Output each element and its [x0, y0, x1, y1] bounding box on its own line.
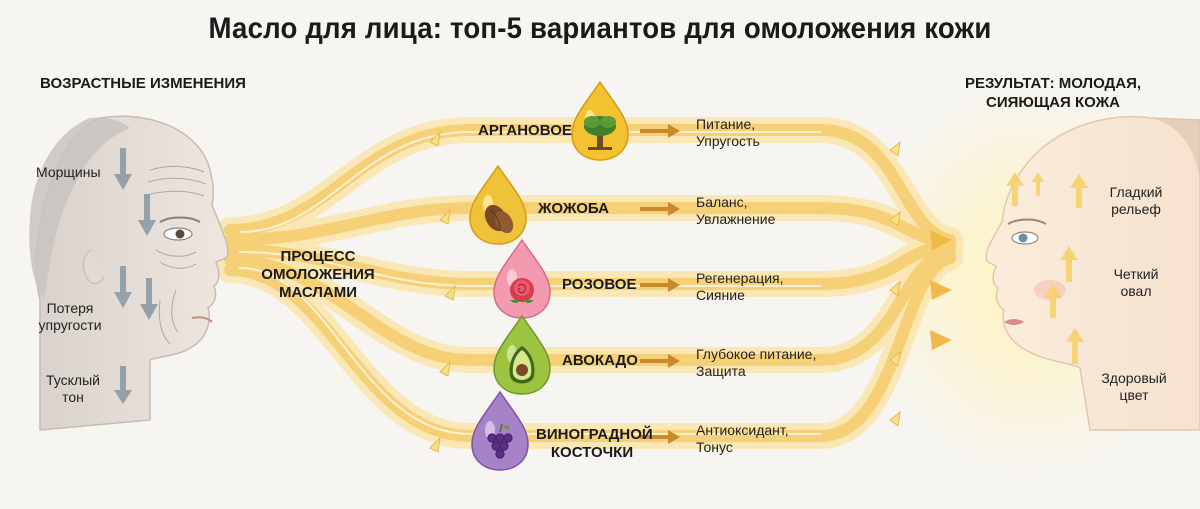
label-tone-line1: Тусклый — [46, 372, 100, 388]
benefit-jojoba: Баланс, Увлажнение — [696, 194, 775, 228]
benefit-grape-line1: Антиоксидант, — [696, 422, 789, 438]
process-label: ПРОЦЕСС ОМОЛОЖЕНИЯ МАСЛАМИ — [252, 248, 384, 302]
result-header: РЕЗУЛЬТАТ: МОЛОДАЯ, СИЯЮЩАЯ КОЖА — [948, 74, 1158, 112]
benefit-avocado: Глубокое питание, Защита — [696, 346, 816, 380]
process-line3: МАСЛАМИ — [278, 284, 358, 301]
aging-header: ВОЗРАСТНЫЕ ИЗМЕНЕНИЯ — [40, 75, 246, 92]
benefit-avocado-line1: Глубокое питание, — [696, 346, 817, 362]
argan-tree-icon — [584, 116, 616, 150]
benefit-grape: Антиоксидант, Тонус — [696, 422, 789, 456]
benefit-rose-line1: Регенерация, — [696, 270, 784, 286]
benefit-grape-line2: Тонус — [696, 439, 733, 455]
label-dull-tone: Тусклый тон — [40, 372, 106, 406]
benefit-argan-line2: Упругость — [696, 133, 760, 149]
oil-drop-jojoba — [469, 164, 527, 245]
oil-drop-argan — [571, 80, 629, 161]
oil-name-jojoba: ЖОЖОБА — [538, 200, 609, 217]
rose-icon — [510, 278, 534, 303]
label-oval-line2: овал — [1120, 283, 1152, 299]
benefit-avocado-line2: Защита — [696, 363, 746, 379]
oil-name-grape-line1: ВИНОГРАДНОЙ — [536, 426, 653, 443]
page-title: Масло для лица: топ-5 вариантов для омол… — [208, 12, 992, 45]
decline-arrows — [114, 148, 158, 404]
stream-sparkle-arrows — [429, 130, 901, 453]
oil-drop-grape — [471, 390, 529, 471]
benefit-arrows — [640, 124, 680, 444]
benefit-rose-line2: Сияние — [696, 287, 745, 303]
label-oval-line1: Четкий — [1113, 266, 1159, 282]
label-healthy-color: Здоровый цвет — [1090, 370, 1178, 404]
oil-streams — [217, 117, 963, 449]
process-line1: ПРОЦЕСС — [280, 248, 356, 265]
result-header-line1: РЕЗУЛЬТАТ: МОЛОДАЯ, — [964, 75, 1142, 92]
label-elasticity-loss: Потеря упругости — [28, 300, 112, 334]
oil-name-rose: РОЗОВОЕ — [562, 276, 637, 293]
oil-drop-rose — [493, 238, 551, 319]
stream-arrowheads — [930, 230, 952, 350]
oil-name-grape-line2: КОСТОЧКИ — [550, 444, 634, 461]
result-header-line2: СИЯЮЩАЯ КОЖА — [986, 94, 1120, 111]
benefit-jojoba-line1: Баланс, — [696, 194, 748, 210]
lift-arrows — [1006, 172, 1088, 364]
process-line2: ОМОЛОЖЕНИЯ — [261, 266, 375, 283]
label-elasticity-line2: упругости — [38, 317, 102, 333]
label-color-line2: цвет — [1119, 387, 1149, 403]
label-clear-oval: Четкий овал — [1106, 266, 1166, 300]
oil-name-avocado: АВОКАДО — [562, 352, 638, 369]
benefit-argan: Питание, Упругость — [696, 116, 760, 150]
oil-drop-avocado — [493, 314, 551, 395]
oil-name-grape: ВИНОГРАДНОЙ КОСТОЧКИ — [536, 426, 653, 462]
label-tone-line2: тон — [62, 389, 84, 405]
oil-name-argan: АРГАНОВОЕ — [478, 122, 572, 139]
benefit-argan-line1: Питание, — [696, 116, 756, 132]
aged-face — [29, 115, 229, 431]
benefit-jojoba-line2: Увлажнение — [696, 211, 776, 227]
benefit-rose: Регенерация, Сияние — [696, 270, 784, 304]
avocado-icon — [509, 346, 535, 384]
label-smooth-relief: Гладкий рельеф — [1098, 184, 1174, 218]
grapes-icon — [487, 423, 513, 459]
jojoba-seed-icon — [484, 204, 514, 234]
label-relief-line2: рельеф — [1111, 201, 1161, 217]
label-color-line1: Здоровый — [1101, 370, 1167, 386]
label-relief-line1: Гладкий — [1109, 184, 1163, 200]
label-elasticity-line1: Потеря — [46, 300, 94, 316]
label-wrinkles: Морщины — [36, 164, 101, 180]
